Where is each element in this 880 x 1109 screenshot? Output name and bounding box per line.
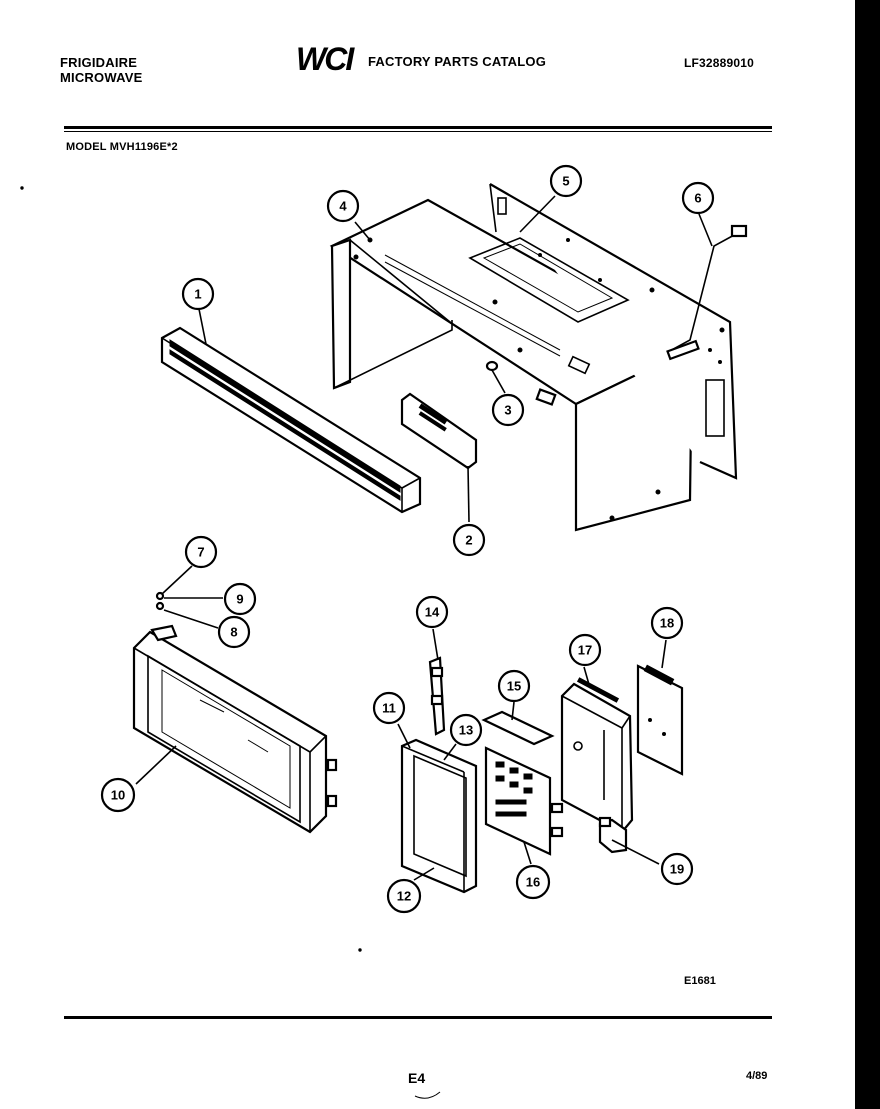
callout-3: 3	[491, 393, 525, 427]
exploded-parts-diagram: 1 2 3 4 5 6 7 8 9 10 11 12 13 14 15 16 1…	[20, 164, 748, 1099]
door-assembly-part	[132, 624, 338, 834]
catalog-code: LF32889010	[684, 56, 755, 70]
scan-edge-gap	[852, 0, 855, 1109]
brand-block: FRIGIDAIRE MICROWAVE	[60, 55, 142, 85]
svg-text:10: 10	[111, 788, 125, 803]
door-frame-part	[400, 738, 478, 894]
scan-mark	[414, 1091, 441, 1099]
latch-lever-part	[428, 656, 446, 736]
revision-date: 4/89	[746, 1070, 768, 1082]
leader-lines	[135, 195, 713, 881]
svg-text:4: 4	[339, 199, 347, 214]
svg-text:12: 12	[397, 889, 411, 904]
svg-text:19: 19	[670, 862, 684, 877]
svg-text:13: 13	[459, 723, 473, 738]
brand-name: FRIGIDAIRE	[60, 55, 138, 70]
callout-14: 14	[415, 595, 449, 629]
figure-reference: E1681	[684, 975, 716, 987]
callout-2: 2	[452, 523, 486, 557]
callout-13: 13	[449, 713, 483, 747]
hinge-hardware-part	[155, 591, 165, 611]
product-type: MICROWAVE	[60, 70, 143, 85]
svg-text:1: 1	[194, 287, 201, 302]
power-cord-part	[666, 224, 748, 361]
control-housing-part	[560, 677, 634, 834]
callout-5: 5	[549, 164, 583, 198]
svg-text:16: 16	[526, 875, 540, 890]
callout-12: 12	[386, 878, 422, 914]
svg-text:18: 18	[660, 616, 674, 631]
callout-17: 17	[568, 633, 602, 667]
callout-10: 10	[100, 777, 136, 813]
callout-19: 19	[660, 852, 694, 886]
callout-4: 4	[326, 189, 360, 223]
scan-speck	[20, 186, 24, 190]
header-rule-top	[64, 126, 772, 129]
overlay-strip-part	[481, 710, 555, 746]
keypad-part	[484, 746, 564, 856]
svg-text:14: 14	[425, 605, 440, 620]
callout-1: 1	[181, 277, 215, 311]
svg-text:11: 11	[382, 701, 396, 716]
scan-edge-border	[852, 0, 880, 1109]
callout-16: 16	[515, 864, 551, 900]
header-rule-bottom	[64, 131, 772, 132]
svg-text:9: 9	[236, 592, 243, 607]
catalog-title: FACTORY PARTS CATALOG	[368, 54, 547, 69]
callout-9: 9	[223, 582, 257, 616]
svg-text:15: 15	[507, 679, 521, 694]
model-number: MODEL MVH1196E*2	[66, 141, 178, 153]
callout-7: 7	[184, 535, 218, 569]
callout-18: 18	[650, 606, 684, 640]
svg-text:7: 7	[197, 545, 204, 560]
footer-rule	[64, 1016, 772, 1019]
rear-panel-part	[468, 183, 738, 480]
scan-speck	[358, 948, 362, 952]
vent-grille-part	[160, 326, 422, 514]
control-vent-part	[400, 392, 478, 470]
page-number: E4	[408, 1070, 426, 1086]
svg-text:3: 3	[504, 403, 511, 418]
wci-logo: WCI	[296, 41, 354, 77]
svg-text:2: 2	[465, 533, 472, 548]
svg-text:17: 17	[578, 643, 592, 658]
callout-15: 15	[497, 669, 531, 703]
svg-text:5: 5	[562, 174, 569, 189]
callout-6: 6	[681, 181, 715, 215]
circuit-board-part	[636, 664, 684, 776]
svg-text:8: 8	[230, 625, 237, 640]
svg-text:6: 6	[694, 191, 701, 206]
callout-11: 11	[372, 691, 406, 725]
callout-8: 8	[217, 615, 251, 649]
